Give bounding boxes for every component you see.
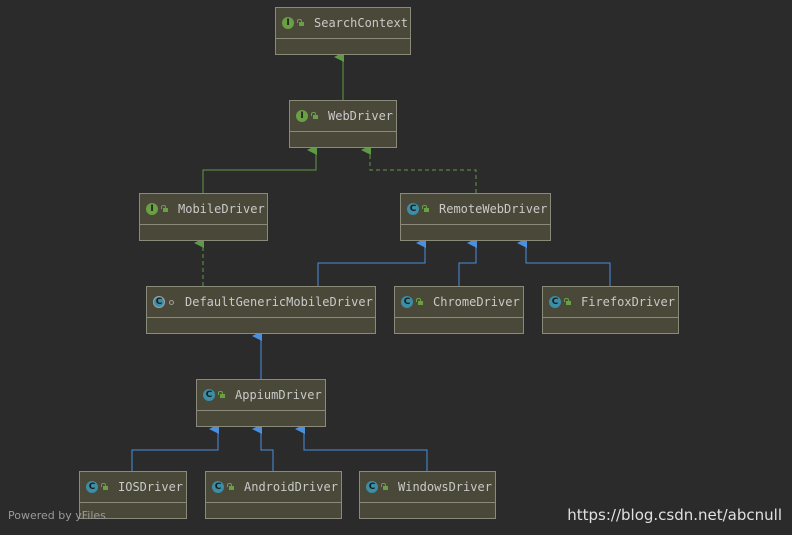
node-label: ChromeDriver [433, 295, 520, 309]
class-icon: C [407, 203, 419, 215]
interface-icon: I [282, 17, 294, 29]
node-webdriver[interactable]: I WebDriver [289, 100, 397, 148]
edge-remotewebdriver-to-webdriver [361, 145, 477, 193]
node-androiddriver[interactable]: C AndroidDriver [205, 471, 342, 519]
node-chromedriver[interactable]: C ChromeDriver [394, 286, 524, 334]
edge-firefoxdriver-to-remotewebdriver [517, 238, 611, 286]
public-lock-icon [160, 204, 170, 214]
public-lock-icon [380, 482, 390, 492]
interface-icon: I [296, 110, 308, 122]
powered-by-watermark: Powered by yFiles [8, 509, 106, 522]
edge-chromedriver-to-remotewebdriver [458, 238, 477, 286]
node-mobiledriver[interactable]: I MobileDriver [139, 193, 268, 241]
class-icon: C [86, 481, 98, 493]
class-icon: C [366, 481, 378, 493]
node-firefoxdriver[interactable]: C FirefoxDriver [542, 286, 679, 334]
node-windowsdriver[interactable]: C WindowsDriver [359, 471, 496, 519]
node-searchcontext[interactable]: I SearchContext [275, 7, 411, 55]
edge-defaultgeneric-to-remotewebdriver [317, 238, 426, 286]
public-lock-icon [310, 111, 320, 121]
node-label: AppiumDriver [235, 388, 322, 402]
class-icon: C [212, 481, 224, 493]
public-lock-icon [421, 204, 431, 214]
public-lock-icon [415, 297, 425, 307]
node-iosdriver[interactable]: C IOSDriver [79, 471, 187, 519]
interface-icon: I [146, 203, 158, 215]
edge-iosdriver-to-appiumdriver [131, 424, 219, 471]
class-icon: C [549, 296, 561, 308]
edge-androiddriver-to-appiumdriver [252, 424, 274, 471]
node-label: FirefoxDriver [581, 295, 675, 309]
node-appiumdriver[interactable]: C AppiumDriver [196, 379, 326, 427]
public-lock-icon [563, 297, 573, 307]
node-label: IOSDriver [118, 480, 184, 494]
class-icon: C [203, 389, 215, 401]
source-url-watermark: https://blog.csdn.net/abcnull [567, 506, 782, 524]
public-lock-icon [296, 18, 306, 28]
edge-windowsdriver-to-appiumdriver [295, 424, 428, 471]
public-lock-icon [100, 482, 110, 492]
node-label: WebDriver [328, 109, 394, 123]
edge-mobiledriver-to-webdriver [202, 145, 317, 193]
abstract-class-icon: C [153, 296, 165, 308]
package-private-icon [167, 297, 177, 307]
public-lock-icon [217, 390, 227, 400]
node-label: AndroidDriver [244, 480, 338, 494]
node-label: MobileDriver [178, 202, 265, 216]
node-label: RemoteWebDriver [439, 202, 548, 216]
node-label: WindowsDriver [398, 480, 492, 494]
class-icon: C [401, 296, 413, 308]
node-label: DefaultGenericMobileDriver [185, 295, 373, 309]
node-remotewebdriver[interactable]: C RemoteWebDriver [400, 193, 551, 241]
node-label: SearchContext [314, 16, 408, 30]
public-lock-icon [226, 482, 236, 492]
node-defaultgenericmobiledriver[interactable]: C DefaultGenericMobileDriver [146, 286, 376, 334]
